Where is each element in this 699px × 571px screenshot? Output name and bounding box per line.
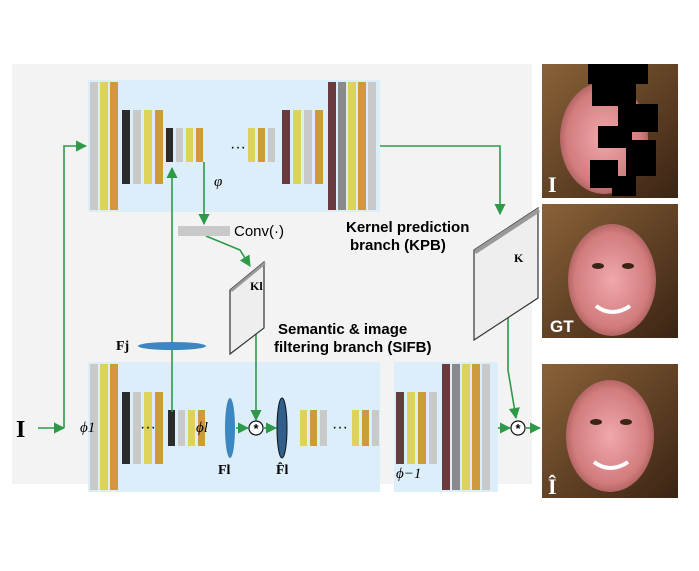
kernel-kl-edge: [230, 262, 266, 292]
layer-bar: [186, 128, 193, 162]
layer-bar: [144, 110, 152, 184]
output-photo-label: Î: [548, 474, 557, 499]
layer-bar: [198, 410, 205, 446]
layer-bar: [122, 392, 130, 464]
fj-label: Fj: [116, 339, 129, 354]
layer-bar: [396, 392, 404, 464]
layer-bar: [178, 410, 185, 446]
layer-bar: [100, 82, 108, 210]
ground-truth-face-photo: GT: [542, 204, 678, 338]
kpb-title-line1: Kernel prediction: [346, 219, 469, 236]
conv-operator-sifb: *: [248, 420, 264, 436]
sifb-ellipsis-1: ···: [140, 419, 156, 436]
layer-bar: [168, 410, 175, 446]
layer-bar: [144, 392, 152, 464]
layer-bar: [452, 364, 460, 490]
layer-bar: [155, 392, 163, 464]
fj-ellipse: [138, 342, 206, 350]
layer-bar: [188, 410, 195, 446]
layer-bar: [338, 82, 346, 210]
phi1-label: ϕ1: [80, 420, 95, 436]
conv-label: Conv(·): [234, 223, 284, 240]
layer-bar: [248, 128, 255, 162]
input-label: I: [16, 417, 25, 443]
layer-bar: [282, 110, 290, 184]
layer-bar: [368, 82, 376, 210]
sifb-title-line1: Semantic & image: [278, 321, 407, 338]
layer-bar: [176, 128, 183, 162]
layer-bar: [462, 364, 470, 490]
layer-bar: [372, 410, 379, 446]
svg-text:*: *: [253, 421, 259, 436]
conv-operator-output: *: [510, 420, 526, 436]
layer-bar: [100, 364, 108, 490]
conv-to-kl-arrow: [205, 235, 251, 267]
layer-bar: [418, 392, 426, 464]
layer-bar: [133, 392, 141, 464]
sifb-title-line2: filtering branch (SIFB): [274, 339, 432, 356]
layer-bar: [122, 110, 130, 184]
masked-face-photo: I: [542, 64, 678, 198]
layer-bar: [304, 110, 312, 184]
phil-label: ϕl: [196, 420, 208, 436]
svg-text:*: *: [515, 421, 521, 436]
layer-bar: [110, 82, 118, 210]
input-to-kpb-arrow: [63, 140, 88, 428]
layer-bar: [293, 110, 301, 184]
kernel-k-edge: [474, 208, 540, 254]
conv-layer: [178, 226, 230, 236]
layer-bar: [90, 364, 98, 490]
layer-bar: [352, 410, 359, 446]
k-label: K: [514, 251, 524, 265]
fl-ellipse: [225, 398, 235, 458]
layer-bar: [362, 410, 369, 446]
layer-bar: [348, 82, 356, 210]
gt-photo-label: GT: [550, 317, 574, 336]
layer-bar: [482, 364, 490, 490]
layer-bars: [90, 82, 490, 490]
masked-photo-label: I: [548, 172, 557, 197]
varphi-label: φ: [214, 174, 222, 190]
layer-bar: [407, 392, 415, 464]
layer-bar: [90, 82, 98, 210]
layer-bar: [429, 392, 437, 464]
restored-face-photo: Î: [542, 364, 678, 499]
phiinv-label: ϕ−1: [396, 466, 421, 482]
layer-bar: [442, 364, 450, 490]
layer-bar: [155, 110, 163, 184]
layer-bar: [166, 128, 173, 162]
layer-bar: [268, 128, 275, 162]
layer-bar: [328, 82, 336, 210]
layer-bar: [110, 364, 118, 490]
fhat-label: F̂l: [276, 461, 289, 478]
layer-bar: [258, 128, 265, 162]
layer-bar: [320, 410, 327, 446]
kpb-to-k-arrow: [380, 145, 506, 216]
layer-bar: [358, 82, 366, 210]
layer-bar: [315, 110, 323, 184]
kpb-title-line2: branch (KPB): [350, 237, 446, 254]
fhat-ellipse: [276, 397, 288, 459]
fl-label: Fl: [218, 463, 231, 478]
kpb-ellipsis: ···: [230, 139, 246, 156]
layer-bar: [472, 364, 480, 490]
kl-label: Kl: [250, 279, 263, 293]
k-to-star-arrow: [507, 318, 520, 420]
layer-bar: [196, 128, 203, 162]
layer-bar: [133, 110, 141, 184]
sifb-ellipsis-2: ···: [332, 419, 348, 436]
layer-bar: [300, 410, 307, 446]
layer-bar: [310, 410, 317, 446]
